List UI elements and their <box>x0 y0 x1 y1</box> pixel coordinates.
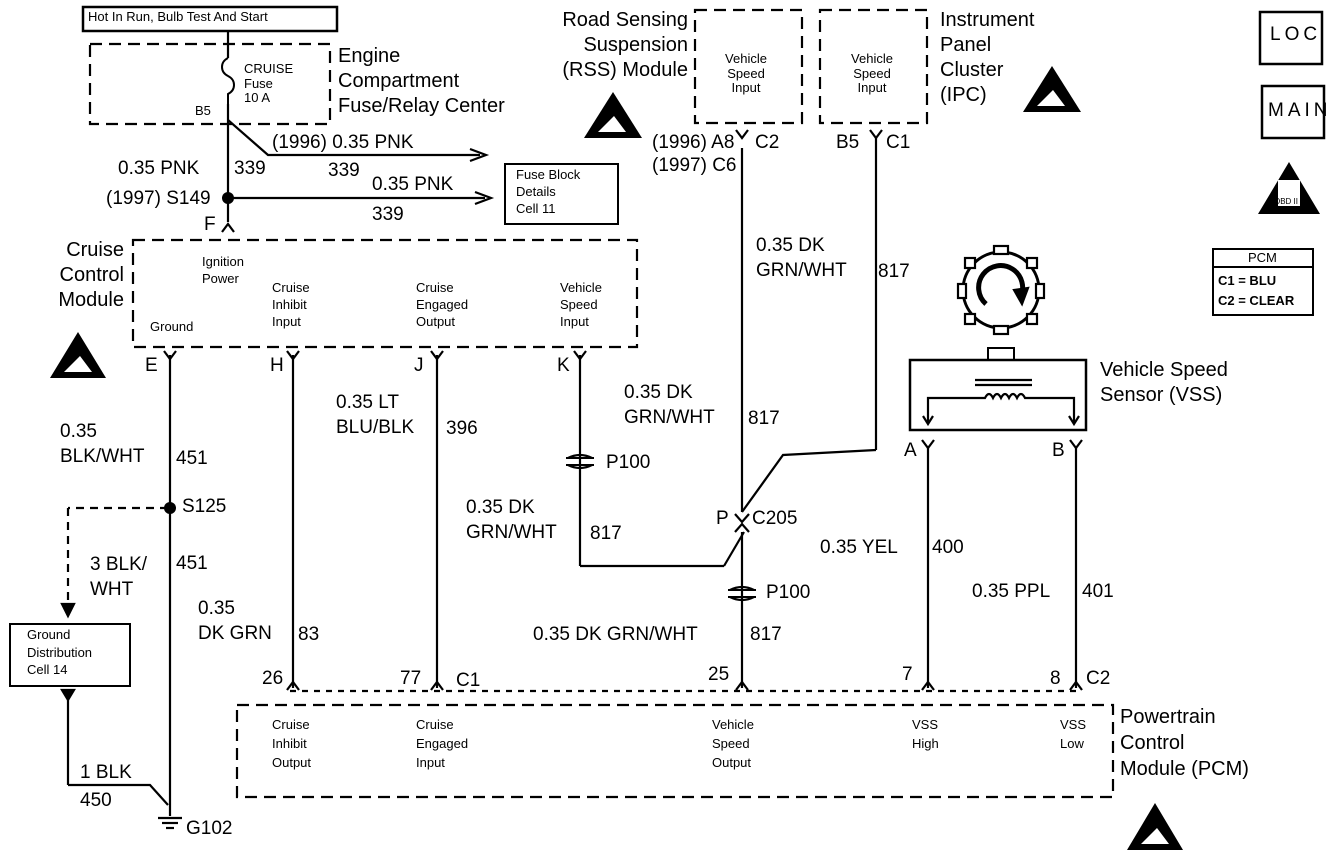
center-wire-label: 0.35 DK GRN/WHT <box>624 382 715 428</box>
p100-upper: P100 <box>606 452 651 473</box>
c205: C205 <box>752 508 798 529</box>
ipc-title: Instrument Panel Cluster (IPC) <box>940 9 1035 106</box>
cruise-module-title: Cruise Control Module <box>58 239 124 311</box>
cruise-ground: Ground <box>150 319 194 334</box>
ground-ref: Ground Distribution Cell 14 <box>27 627 93 678</box>
esd-icon <box>1127 803 1183 850</box>
k-wire-num: 817 <box>590 523 622 544</box>
ipc-pin: B5 <box>836 132 860 153</box>
pink-main-label: 0.35 PNK <box>118 158 200 179</box>
pin-j: J <box>414 355 424 376</box>
pink-1997-label: 0.35 PNK <box>372 174 454 195</box>
header-box <box>81 5 339 33</box>
e-wire-num: 451 <box>176 448 208 469</box>
pcm-vss-low: VSS Low <box>1060 717 1087 751</box>
pin-k: K <box>557 355 570 376</box>
j-wire-num: 396 <box>446 418 478 439</box>
pcm-legend-line2: C2 = CLEAR <box>1218 293 1295 308</box>
rss-input: Vehicle Speed Input <box>725 51 767 96</box>
fuse-center-title: Engine Compartment Fuse/Relay Center <box>338 45 505 117</box>
splice-s125: S125 <box>182 496 227 517</box>
main-badge: MAIN <box>1268 100 1332 121</box>
obd-badge: OBD II <box>1274 197 1299 206</box>
j-wire-label: 0.35 LT BLU/BLK <box>336 392 415 438</box>
pcm-legend-line1: C1 = BLU <box>1218 273 1277 288</box>
yel-wire-label: 0.35 YEL <box>820 537 898 558</box>
cruise-ignition: Ignition Power <box>202 254 244 286</box>
fuse-block-ref: Fuse Block Details Cell 11 <box>516 167 581 216</box>
vss-pin-a: A <box>904 440 917 461</box>
pcm-c1: C1 <box>456 670 481 691</box>
blk-wire-label: 1 BLK <box>80 762 132 783</box>
cruise-inhibit: Cruise Inhibit Input <box>272 280 310 329</box>
pink-1997-num: 339 <box>372 204 404 225</box>
rss-pins: (1996) A8 (1997) C6 <box>652 132 737 176</box>
gnd-wire-label: 3 BLK/ WHT <box>90 554 148 600</box>
cruise-speed: Vehicle Speed Input <box>560 280 602 329</box>
splice-s149: (1997) S149 <box>106 188 211 209</box>
pink-1996-num: 339 <box>328 160 360 181</box>
pcm25-wire-num: 817 <box>750 624 782 645</box>
e-wire-label: 0.35 BLK/WHT <box>60 421 145 467</box>
cruise-engaged: Cruise Engaged Output <box>416 280 469 329</box>
h-wire-num: 83 <box>298 624 320 645</box>
rss-box <box>693 8 804 125</box>
p100-lower: P100 <box>766 582 811 603</box>
pcm-box <box>235 703 1115 799</box>
ipc-input: Vehicle Speed Input <box>851 51 893 96</box>
blk-wire-num: 450 <box>80 790 112 811</box>
cruise-module-box <box>131 238 639 349</box>
pin-f: F <box>204 214 216 235</box>
rss-connector: C2 <box>755 132 780 153</box>
pcm-speed: Vehicle Speed Output <box>712 717 754 770</box>
esd-icon <box>1023 66 1081 112</box>
fuse-center-box <box>88 42 332 126</box>
loc-badge: LOC <box>1270 24 1322 45</box>
gnd-wire-num: 451 <box>176 553 208 574</box>
pcm-pin-25: 25 <box>708 664 730 685</box>
fuse-pin: B5 <box>195 103 211 118</box>
ppl-wire-num: 401 <box>1082 581 1114 602</box>
pcm-title: Powertrain Control Module (PCM) <box>1120 706 1249 780</box>
c205-p: P <box>716 508 729 529</box>
pcm-c2: C2 <box>1086 668 1111 689</box>
pcm-pin-77: 77 <box>400 668 422 689</box>
esd-icon <box>50 332 106 378</box>
pcm-pin-26: 26 <box>262 668 284 689</box>
pcm-pin-8: 8 <box>1050 668 1061 689</box>
header-label: Hot In Run, Bulb Test And Start <box>88 9 268 24</box>
yel-wire-num: 400 <box>932 537 964 558</box>
rss-wire-label: 0.35 DK GRN/WHT <box>756 235 847 281</box>
pink-main-num: 339 <box>234 158 266 179</box>
pcm-inhibit: Cruise Inhibit Output <box>272 717 312 770</box>
pcm-vss-high: VSS High <box>912 717 939 751</box>
esd-icon <box>584 92 642 138</box>
pin-h: H <box>270 355 284 376</box>
pcm25-wire-label: 0.35 DK GRN/WHT <box>533 624 698 645</box>
rss-title: Road Sensing Suspension (RSS) Module <box>562 9 688 81</box>
ppl-wire-label: 0.35 PPL <box>972 581 1051 602</box>
vss-title: Vehicle Speed Sensor (VSS) <box>1100 359 1228 406</box>
ipc-box <box>818 8 929 125</box>
pink-1996-label: (1996) 0.35 PNK <box>272 132 414 153</box>
ground-g102: G102 <box>186 818 233 839</box>
pcm-pin-7: 7 <box>902 664 913 685</box>
k-wire-label: 0.35 DK GRN/WHT <box>466 497 557 543</box>
center-wire-num: 817 <box>748 408 780 429</box>
vss-pin-b: B <box>1052 440 1065 461</box>
pcm-engaged: Cruise Engaged Input <box>416 717 469 770</box>
fuse-label: CRUISE Fuse 10 A <box>244 61 294 106</box>
h-wire-label: 0.35 DK GRN <box>198 598 272 644</box>
pin-e: E <box>145 355 158 376</box>
pcm-legend-title: PCM <box>1248 250 1277 265</box>
rss-wire-num: 817 <box>878 261 910 282</box>
ipc-connector: C1 <box>886 132 911 153</box>
